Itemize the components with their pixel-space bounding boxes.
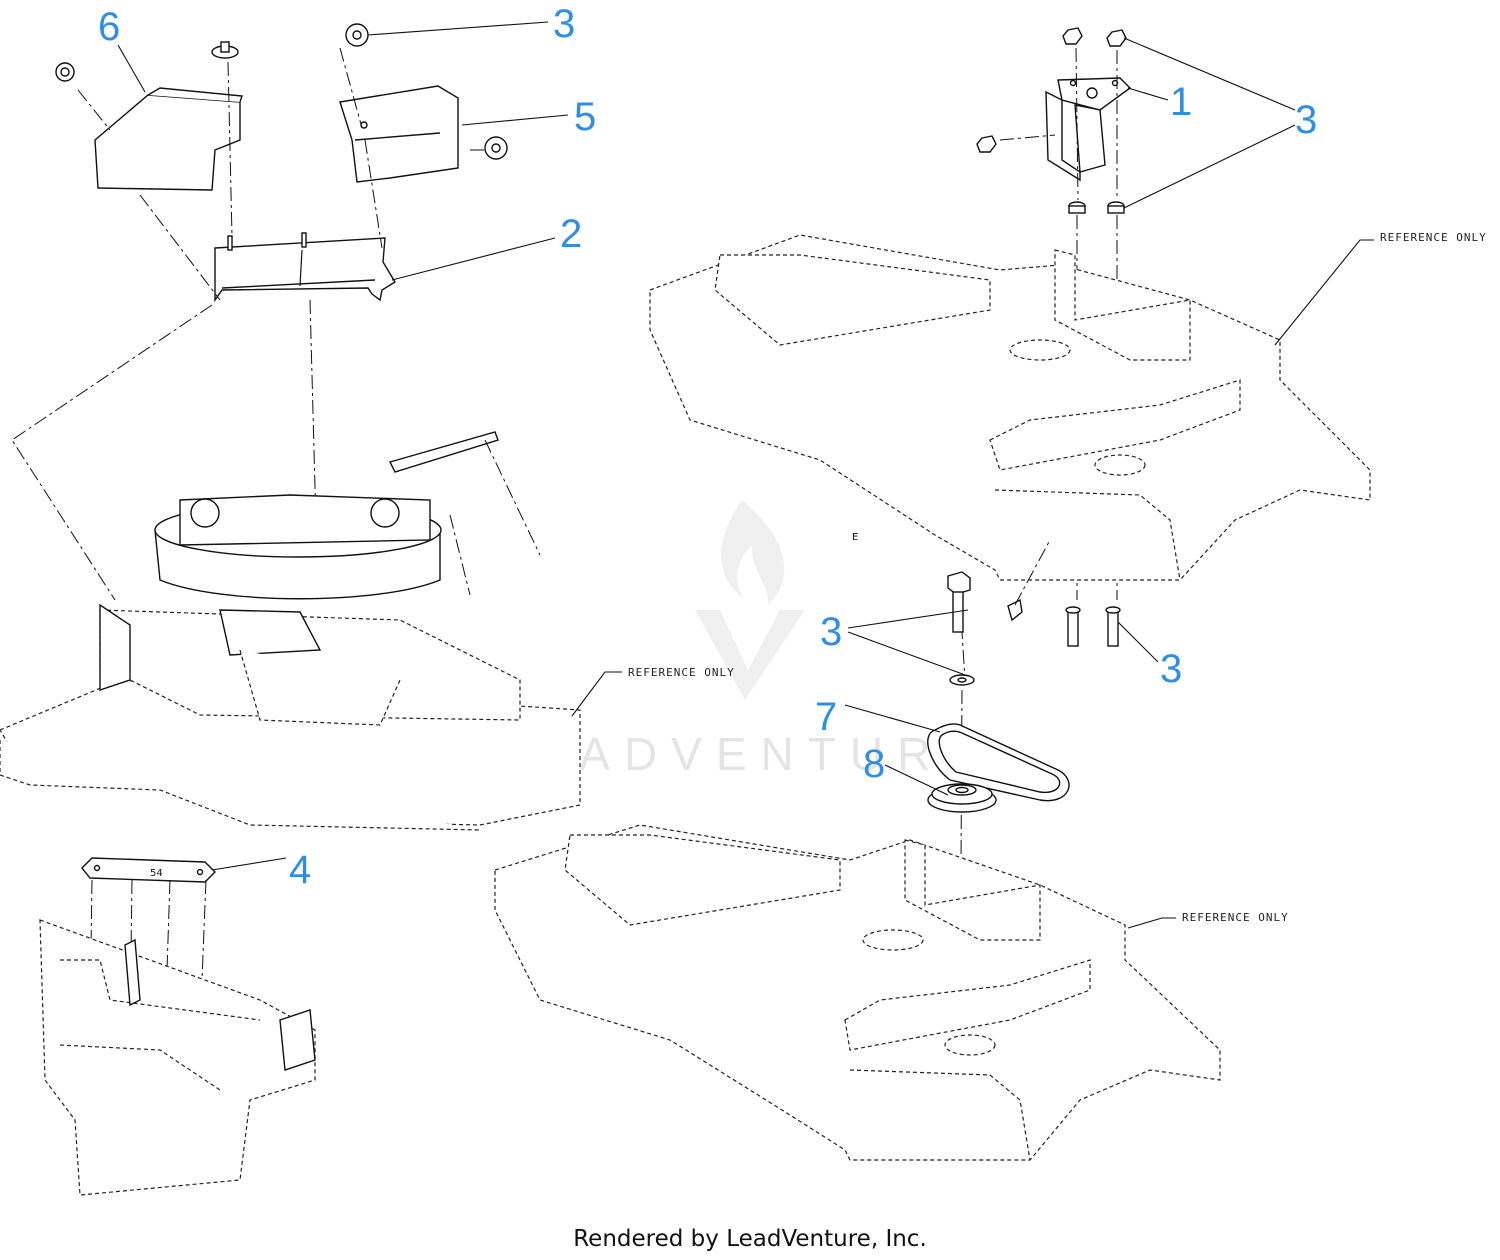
part-7-belt	[927, 723, 1070, 802]
deck-mark-e: E	[852, 532, 858, 543]
watermark-logo	[695, 500, 805, 700]
callout-3-top: 3	[553, 2, 575, 46]
callout-3-right: 3	[1160, 647, 1182, 691]
part-6-deflector	[94, 87, 243, 191]
deck-reference-left	[0, 431, 581, 831]
callout-3-top-right: 3	[1295, 98, 1317, 142]
callout-4: 4	[289, 848, 311, 892]
callout-2: 2	[560, 212, 582, 256]
knobs-hardware	[55, 23, 508, 160]
footer-credit: Rendered by LeadVenture, Inc.	[573, 1226, 927, 1252]
callout-3-bolt: 3	[820, 610, 842, 654]
callout-5: 5	[574, 95, 596, 139]
callout-1: 1	[1170, 80, 1192, 124]
callout-7: 7	[815, 695, 837, 739]
callout-leaders	[117, 21, 1296, 871]
reference-note-bottom-right: REFERENCE ONLY	[1182, 911, 1289, 924]
reference-leader-bottom-right	[1127, 917, 1176, 929]
reference-leader-top-right	[1274, 239, 1374, 346]
part-4-plate: 54	[81, 857, 216, 883]
part-8-pulley	[927, 783, 997, 813]
deck-reference-bottom-right	[494, 824, 1221, 1161]
exploded-view-svg: LEADVENTURE	[0, 2, 1487, 1196]
deck-reference-top-right	[649, 234, 1371, 581]
part-2-bracket	[214, 232, 396, 303]
callout-8: 8	[863, 742, 885, 786]
callout-6: 6	[98, 5, 120, 49]
reference-leader-left	[571, 671, 622, 717]
plate-mark: 54	[150, 868, 163, 879]
deck-reference-bottom-left	[39, 879, 316, 1196]
nuts-and-spacers-top-right	[976, 27, 1127, 214]
part-5-cover	[339, 85, 459, 183]
reference-note-top-right: REFERENCE ONLY	[1380, 231, 1487, 244]
reference-note-left: REFERENCE ONLY	[628, 666, 735, 679]
